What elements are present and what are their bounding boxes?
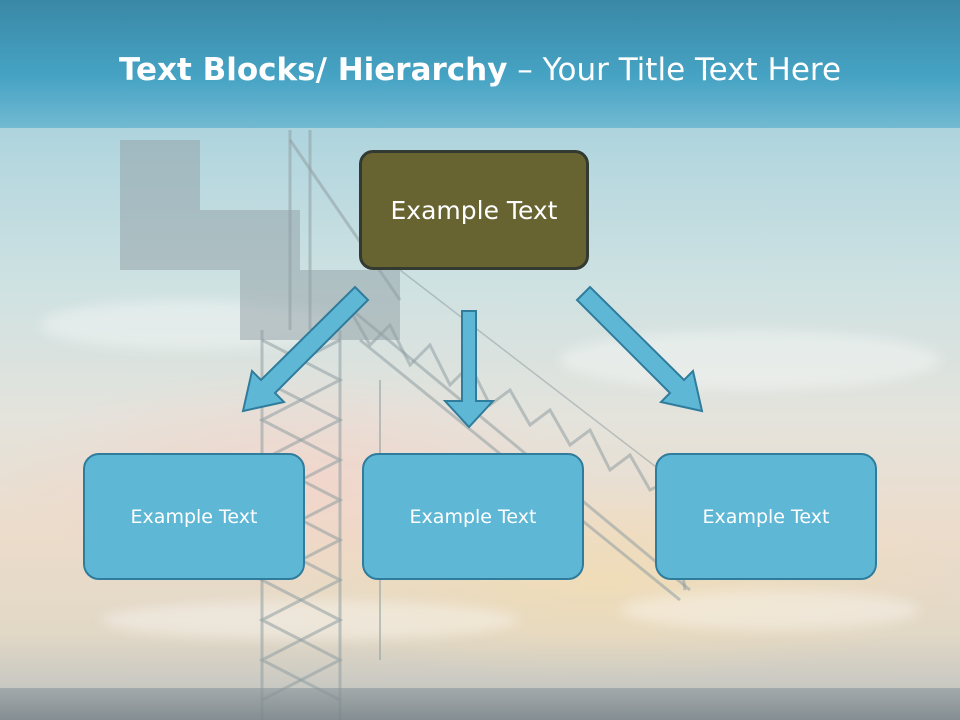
child-node-3[interactable]: Example Text [655,453,877,580]
slide-title: Text Blocks/ Hierarchy – Your Title Text… [0,52,960,88]
title-bold: Text Blocks/ Hierarchy [118,52,508,88]
cloud [620,590,920,630]
top-node-label: Example Text [390,195,558,225]
child-node-label: Example Text [409,505,537,528]
title-rest: Your Title Text Here [542,52,842,88]
child-node-1[interactable]: Example Text [83,453,305,580]
title-bar: Text Blocks/ Hierarchy – Your Title Text… [0,0,960,128]
child-node-2[interactable]: Example Text [362,453,584,580]
top-node[interactable]: Example Text [359,150,589,270]
child-node-label: Example Text [130,505,258,528]
ground-treeline [0,688,960,720]
arrow-right [575,285,704,413]
cloud [100,600,520,640]
child-node-label: Example Text [702,505,830,528]
arrow-left [241,285,370,413]
title-separator: – [507,52,543,88]
arrow-center [442,310,496,429]
